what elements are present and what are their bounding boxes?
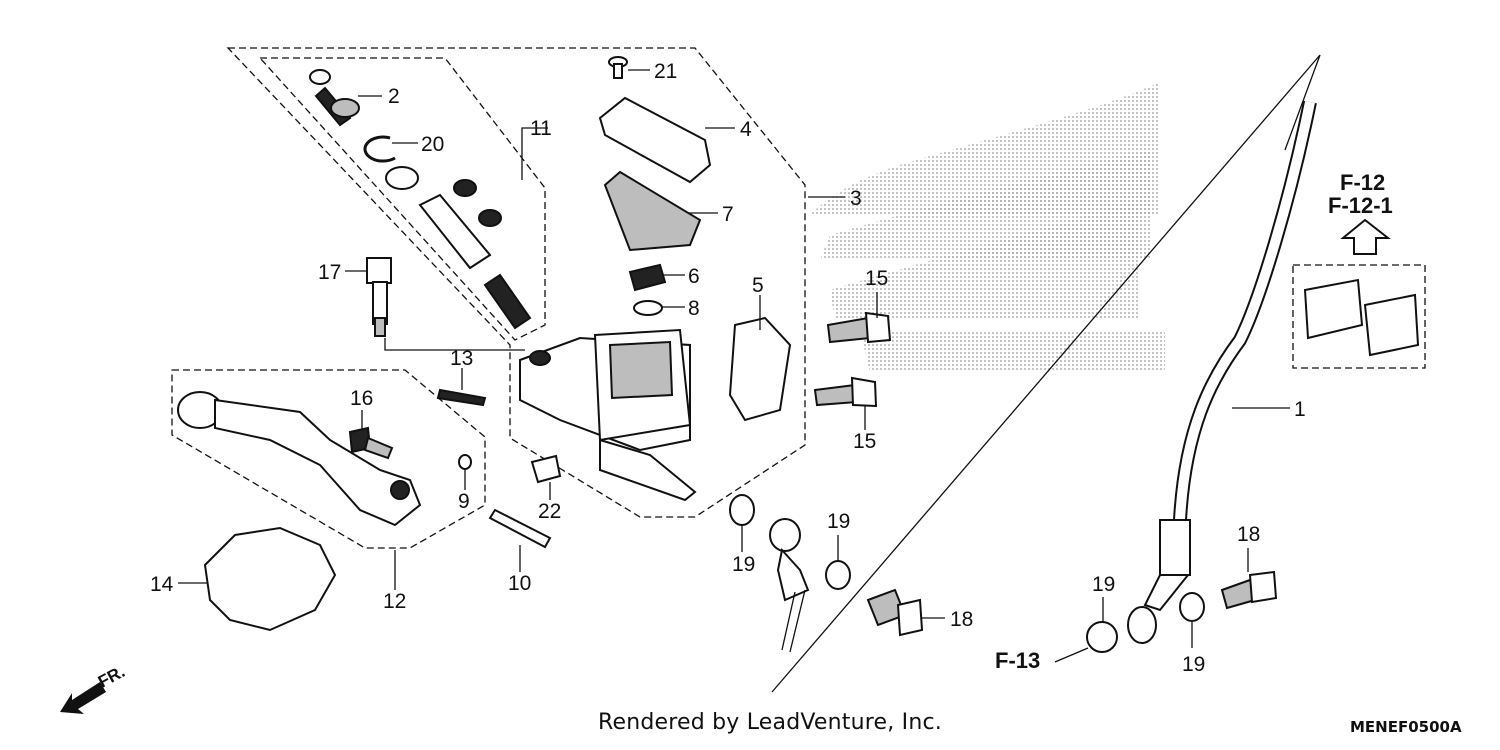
reference-f12-1: F-12-1 — [1328, 193, 1393, 218]
master-cylinder-group-outline — [226, 47, 806, 518]
diagram-code: MENEF0500A — [1350, 718, 1462, 736]
master-cylinder-body — [519, 328, 697, 502]
part-4-reservoir-cap — [598, 96, 712, 184]
part-7-diaphragm — [603, 170, 702, 252]
part-19-washer-a — [729, 494, 755, 526]
banjo-fitting-upper — [769, 518, 810, 653]
callout-13: 13 — [450, 347, 473, 370]
part-15-bolt-upper — [826, 311, 892, 344]
callout-10: 10 — [508, 572, 531, 595]
callout-14: 14 — [150, 573, 174, 596]
part-1-brake-hose — [1127, 100, 1317, 644]
hose-reference-lines — [771, 54, 1321, 693]
part-9-nut — [458, 454, 472, 470]
part-12-lever — [177, 391, 422, 527]
part-8-ring — [633, 300, 663, 316]
callout-22: 22 — [538, 500, 561, 523]
callout-12: 12 — [383, 590, 406, 613]
callout-15-upper: 15 — [865, 267, 888, 290]
part-6-float — [628, 263, 667, 292]
f12-part-right — [1363, 293, 1420, 357]
callout-19-a: 19 — [732, 553, 755, 576]
callout-20: 20 — [421, 133, 444, 156]
part-13-spring — [436, 388, 487, 407]
callout-leaders — [178, 69, 1290, 663]
front-direction-arrow-icon — [60, 682, 106, 714]
honda-wing-watermark-icon — [810, 82, 1165, 372]
callout-21: 21 — [654, 60, 677, 83]
callout-2: 2 — [388, 85, 400, 108]
pivot-bolt-leader — [384, 338, 525, 351]
part-17-pivot-bolt — [366, 257, 392, 337]
callout-6: 6 — [688, 265, 700, 288]
part-19-washer-c — [1086, 621, 1118, 653]
callout-1: 1 — [1294, 398, 1306, 421]
part-18-bolt-right — [1220, 570, 1278, 610]
part-16-bolt — [348, 426, 394, 460]
part-5-holder — [728, 316, 792, 422]
piston-kit-group-outline — [258, 57, 546, 341]
callout-18-right: 18 — [1237, 523, 1260, 546]
callout-3: 3 — [850, 187, 862, 210]
part-18-bolt-left — [866, 588, 924, 637]
piston — [418, 179, 502, 270]
piston-spring — [483, 273, 532, 330]
callout-18-left: 18 — [950, 608, 973, 631]
callout-7: 7 — [722, 203, 734, 226]
callout-19-b: 19 — [827, 510, 850, 533]
up-arrow-icon — [1340, 218, 1391, 255]
callout-5: 5 — [752, 274, 764, 297]
part-19-washer-d — [1179, 592, 1205, 622]
callout-19-c: 19 — [1092, 573, 1115, 596]
part-19-washer-b — [825, 560, 851, 590]
callout-17: 17 — [318, 261, 341, 284]
callout-4: 4 — [740, 118, 752, 141]
part-22-cap — [530, 454, 562, 484]
callout-8: 8 — [688, 297, 700, 320]
part-10-pin — [488, 508, 552, 549]
f12-part-left — [1303, 278, 1364, 340]
callout-11: 11 — [530, 117, 552, 140]
render-credit: Rendered by LeadVenture, Inc. — [598, 710, 942, 735]
part-15-bolt-lower — [813, 376, 878, 408]
part-14-cover — [203, 526, 337, 632]
part-20-circlip — [363, 135, 396, 163]
part-21-screw — [608, 56, 628, 79]
callout-9: 9 — [458, 490, 470, 513]
callout-15-lower: 15 — [853, 430, 876, 453]
reference-f12: F-12 — [1340, 170, 1385, 195]
callout-numbers: 2 11 20 21 4 7 3 6 8 17 5 15 15 13 16 9 … — [95, 60, 1393, 692]
reference-f13: F-13 — [995, 648, 1040, 673]
callout-19-d: 19 — [1182, 653, 1205, 676]
part-2-boot — [309, 69, 360, 127]
f12-reference-box — [1292, 264, 1426, 369]
callout-16: 16 — [350, 387, 373, 410]
piston-washer — [385, 166, 419, 190]
